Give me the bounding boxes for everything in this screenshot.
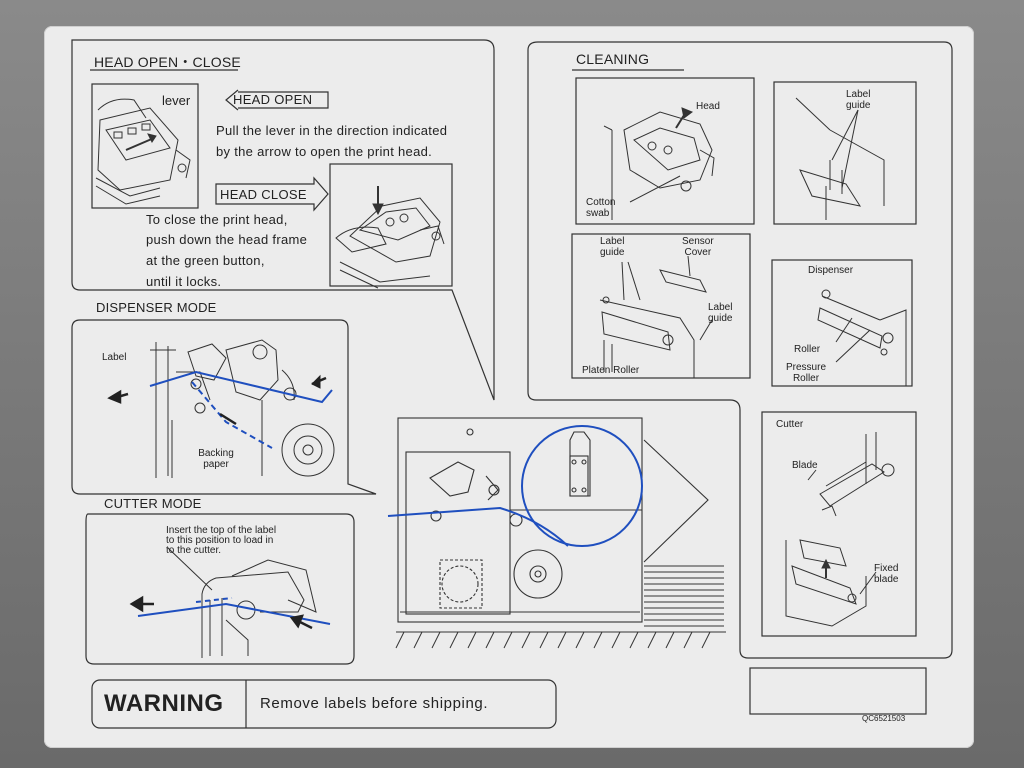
label-guide-right-line1: Label	[708, 302, 733, 313]
dispenser-backing-path	[191, 381, 273, 449]
printer-side-view	[395, 417, 726, 649]
cutter-mode-title: CUTTER MODE	[104, 496, 202, 511]
head-open-text-1: Pull the lever in the direction indicate…	[216, 123, 448, 138]
roll-circle	[521, 425, 643, 547]
direction-arrows	[107, 374, 327, 630]
part-number: QC6521503	[862, 714, 906, 723]
pressure-roller-line1: Pressure	[786, 362, 827, 373]
head-section-title: HEAD OPEN・CLOSE	[94, 54, 241, 70]
head-close-tag: HEAD CLOSE	[220, 187, 307, 202]
label-guide-label-right: Label guide	[708, 302, 732, 324]
warning-box	[91, 679, 557, 729]
label-guide-left-line1: Label	[600, 236, 625, 247]
open-arrow-head	[225, 89, 239, 111]
cutter-instruction-line1: Insert the top of the label	[166, 525, 277, 536]
head-close-illustration	[335, 186, 445, 289]
label-guide-label-top: Label guide	[846, 89, 870, 111]
roller-label: Roller	[794, 344, 821, 355]
head-close-illustration-frame	[329, 163, 453, 287]
dispenser-section-title: DISPENSER MODE	[96, 300, 217, 315]
cotton-swab-line2: swab	[586, 208, 610, 219]
blue-feed-paths	[137, 370, 643, 625]
pressure-roller-label: Pressure Roller	[786, 362, 826, 384]
floor-hatching	[395, 631, 711, 649]
sensor-cover-line1: Sensor	[682, 236, 714, 247]
warning-heading: WARNING	[104, 690, 224, 717]
dispenser-roller-illustration	[817, 289, 907, 386]
platen-roller-frame	[571, 233, 751, 379]
dispenser-roller-frame	[771, 259, 913, 387]
label-guide-right-line2: guide	[708, 313, 733, 324]
head-close-text-4: until it locks.	[146, 274, 222, 289]
backing-paper-line2: paper	[203, 459, 229, 470]
head-cleaning-illustration	[603, 107, 715, 220]
cutter-panel-border	[85, 513, 355, 665]
cutter-instruction-line3: to the cutter.	[166, 545, 222, 556]
dispenser-label-path	[149, 370, 333, 404]
cotton-swab-label: Cotton swab	[586, 197, 615, 219]
fixed-blade-line1: Fixed	[874, 563, 899, 574]
cotton-swab-line1: Cotton	[586, 197, 616, 208]
fixed-blade-line2: blade	[874, 574, 899, 585]
head-close-text-3: at the green button,	[146, 253, 265, 268]
cutter-illustration	[785, 432, 895, 627]
blade-label: Blade	[792, 460, 818, 471]
dispenser-panel-border	[71, 319, 377, 495]
head-open-text-2: by the arrow to open the print head.	[216, 144, 433, 159]
dispenser-illustration	[150, 339, 335, 478]
sensor-cover-line2: Cover	[684, 247, 712, 258]
lever-illustration	[95, 98, 191, 205]
label-guide-frame	[773, 81, 917, 225]
platen-roller-illustration	[599, 255, 713, 378]
label-guide-top-line2: guide	[846, 100, 871, 111]
label-guide-label-left: Label guide	[600, 236, 624, 258]
backing-paper-label: Backing paper	[192, 448, 240, 470]
label-guide-illustration	[795, 97, 885, 220]
platen-roller-label: Platen Roller	[582, 365, 640, 376]
lever-illustration-frame	[91, 83, 199, 209]
cutter-label: Cutter	[776, 419, 804, 430]
close-arrow-tag	[215, 176, 329, 212]
head-open-tag: HEAD OPEN	[233, 92, 313, 107]
cleaning-section-title: CLEANING	[576, 51, 650, 67]
stacked-labels	[644, 565, 724, 627]
fixed-blade-label: Fixed blade	[874, 563, 898, 585]
dispenser-label-tag: Label	[102, 352, 127, 363]
head-close-text-1: To close the print head,	[146, 212, 288, 227]
head-panel-border	[71, 39, 495, 401]
head-close-text-2: push down the head frame	[146, 232, 308, 247]
cutter-illustration	[167, 547, 317, 658]
cutter-instruction: Insert the top of the label to this posi…	[166, 526, 276, 556]
cutter-frame	[761, 411, 917, 637]
cutter-instruction-line2: to this position to load in	[166, 535, 274, 546]
instruction-sticker	[44, 26, 974, 748]
label-guide-top-line1: Label	[846, 89, 871, 100]
cleaning-panel-border	[527, 41, 953, 659]
backing-paper-line1: Backing	[198, 448, 234, 459]
printer-label-path	[387, 506, 569, 547]
head-cleaning-frame	[575, 77, 755, 225]
sensor-cover-label: Sensor Cover	[682, 236, 714, 258]
head-label: Head	[696, 101, 720, 112]
lever-label: lever	[162, 93, 191, 108]
warning-text: Remove labels before shipping.	[260, 695, 489, 712]
pressure-roller-line2: Roller	[792, 373, 820, 384]
label-guide-left-line2: guide	[600, 247, 625, 258]
blank-box	[749, 667, 927, 715]
dispenser-label: Dispenser	[808, 265, 854, 276]
